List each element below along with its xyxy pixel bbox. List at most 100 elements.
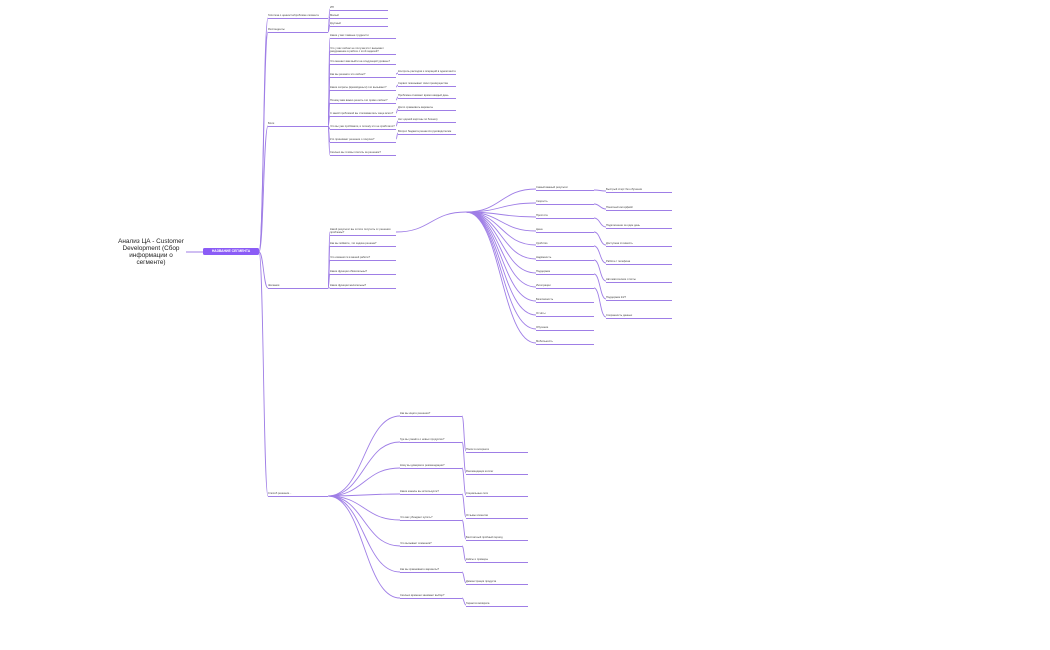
pain-question[interactable]: Какие затраты (время/деньги) это вызывае… — [330, 86, 396, 91]
connector — [593, 189, 607, 192]
desire-detail[interactable]: Автоматические отчёты — [606, 278, 672, 283]
connector — [593, 245, 607, 264]
desire-criterion[interactable]: Обучение — [536, 326, 594, 331]
desire-detail[interactable]: Работа с телефона — [606, 260, 672, 265]
connector — [327, 495, 401, 573]
desire-criterion[interactable]: Безопасность — [536, 298, 594, 303]
branch-desires[interactable]: Желания — [268, 284, 328, 289]
desire-criterion[interactable]: Простота — [536, 214, 594, 219]
solution-question[interactable]: Где вы узнаёте о новых продуктах? — [400, 438, 462, 443]
desire-detail[interactable]: Поддержка 24/7 — [606, 296, 672, 301]
pain-answer[interactable]: Вопрос бюджета решается руководителем — [398, 130, 456, 135]
solution-answer[interactable]: Демонстрация продукта — [466, 580, 528, 585]
respondent-item[interactable]: ИП — [330, 6, 388, 11]
connector — [395, 72, 399, 75]
desire-question[interactable]: Какие функции желательны? — [330, 284, 396, 289]
pain-question[interactable]: Кто принимает решение о покупке? — [330, 138, 396, 143]
connector — [395, 120, 399, 127]
desire-question[interactable]: Что изменится в вашей работе? — [330, 256, 396, 261]
connector — [327, 495, 401, 599]
connector — [461, 415, 467, 452]
connector-lines — [186, 8, 607, 606]
desire-criterion[interactable]: Отчёты — [536, 312, 594, 317]
connector — [461, 519, 467, 540]
solution-question[interactable]: Что вызывает сомнения? — [400, 542, 462, 547]
desire-criterion[interactable]: Удобство — [536, 242, 594, 247]
connector — [593, 231, 607, 246]
pain-question[interactable]: Почему вам важно решить это прямо сейчас… — [330, 99, 396, 104]
branch-pains[interactable]: Боли — [268, 122, 328, 127]
connector — [395, 132, 399, 140]
pain-question[interactable]: С какой проблемой вы сталкиваетесь чаще … — [330, 112, 396, 117]
pain-question[interactable]: Что вы уже пробовали, и почему это не ср… — [330, 125, 396, 130]
pain-answer[interactable]: Сервис показывает свои преимущества — [398, 82, 456, 87]
solution-question[interactable]: Что вас убеждает купить? — [400, 516, 462, 521]
connector — [465, 211, 537, 260]
pain-answer[interactable]: Нет единой картины по бизнесу — [398, 118, 456, 123]
connector — [395, 211, 467, 233]
connector — [461, 597, 467, 606]
solution-answer[interactable]: Кейсы и примеры — [466, 558, 528, 563]
pain-question[interactable]: Как вы решаете это сейчас? — [330, 73, 396, 78]
desire-question[interactable]: Какой результат вы хотите получить от ре… — [330, 228, 396, 236]
desire-criterion[interactable]: Самый важный результат — [536, 186, 594, 191]
solution-question[interactable]: Какие каналы вы используете? — [400, 490, 462, 495]
pain-answer[interactable]: Долго сравнивать варианты — [398, 106, 456, 111]
desire-question[interactable]: Какие функции обязательны? — [330, 270, 396, 275]
desire-detail[interactable]: Доступная стоимость — [606, 242, 672, 247]
desire-detail[interactable]: Подключение за один день — [606, 224, 672, 229]
solution-answer[interactable]: Гарантия возврата — [466, 602, 528, 607]
pain-question[interactable]: Сколько вы готовы платить за решение? — [330, 151, 396, 156]
desire-detail[interactable]: Понятный интерфейс — [606, 206, 672, 211]
connector — [593, 287, 607, 318]
desire-question[interactable]: Как вы поймёте, что задача решена? — [330, 242, 396, 247]
connector — [593, 203, 607, 210]
desire-criterion[interactable]: Скорость — [536, 200, 594, 205]
segment-topic[interactable]: НАЗВАНИЕ СЕГМЕНТА — [203, 248, 259, 255]
respondent-item[interactable]: Крупный — [330, 22, 388, 27]
desire-criterion[interactable]: Мобильность — [536, 340, 594, 345]
pain-question[interactable]: Какие у вас главные трудности — [330, 34, 396, 39]
connector — [465, 211, 537, 344]
connector — [461, 571, 467, 584]
solution-answer[interactable]: Отзывы клиентов — [466, 514, 528, 519]
branch-solution[interactable]: Способ решения... — [268, 492, 328, 497]
solution-answer[interactable]: Рекомендации коллег — [466, 470, 528, 475]
connector — [593, 259, 607, 282]
pain-question[interactable]: Что у вас сейчас не получается / вызывае… — [330, 47, 396, 55]
solution-answer[interactable]: Социальные сети — [466, 492, 528, 497]
connector — [395, 108, 399, 114]
pain-answer[interactable]: Проблема отнимает время каждый день — [398, 94, 456, 99]
connector — [327, 495, 401, 521]
desire-criterion[interactable]: Надёжность — [536, 256, 594, 261]
respondent-item[interactable]: Малый — [330, 14, 388, 19]
connector — [465, 211, 537, 302]
connector — [461, 467, 467, 496]
connector — [465, 211, 537, 288]
connector — [465, 202, 537, 213]
solution-question[interactable]: Как вы сравниваете варианты? — [400, 568, 462, 573]
connector — [395, 84, 399, 88]
solution-question[interactable]: Кому вы доверяете рекомендации? — [400, 464, 462, 469]
connector — [327, 415, 401, 497]
connector — [465, 211, 537, 316]
solution-question[interactable]: Как вы ищете решения? — [400, 412, 462, 417]
connector — [593, 273, 607, 300]
solution-answer[interactable]: Бесплатный пробный период — [466, 536, 528, 541]
pain-question[interactable]: Что мешает вам выйти на следующий уровен… — [330, 60, 396, 65]
branch-respondents[interactable]: Респонденты — [268, 28, 328, 33]
connector — [327, 125, 331, 156]
desire-criterion[interactable]: Поддержка — [536, 270, 594, 275]
pain-answer[interactable]: Контроль расходов и операций в одном мес… — [398, 70, 456, 75]
desire-criterion[interactable]: Интеграции — [536, 284, 594, 289]
desire-detail[interactable]: Сохранность данных — [606, 314, 672, 319]
connector — [327, 493, 401, 497]
root-topic[interactable]: Анализ ЦА - Customer Development (Сбор и… — [118, 238, 184, 266]
desire-detail[interactable]: Быстрый старт без обучения — [606, 188, 672, 193]
branch-target[interactable]: Гипотеза о ценности/проблеме сегмента — [268, 14, 328, 19]
connector — [327, 24, 331, 33]
desire-criterion[interactable]: Цена — [536, 228, 594, 233]
connector — [461, 545, 467, 562]
solution-answer[interactable]: Поиск в интернете — [466, 448, 528, 453]
solution-question[interactable]: Сколько времени занимает выбор? — [400, 594, 462, 599]
